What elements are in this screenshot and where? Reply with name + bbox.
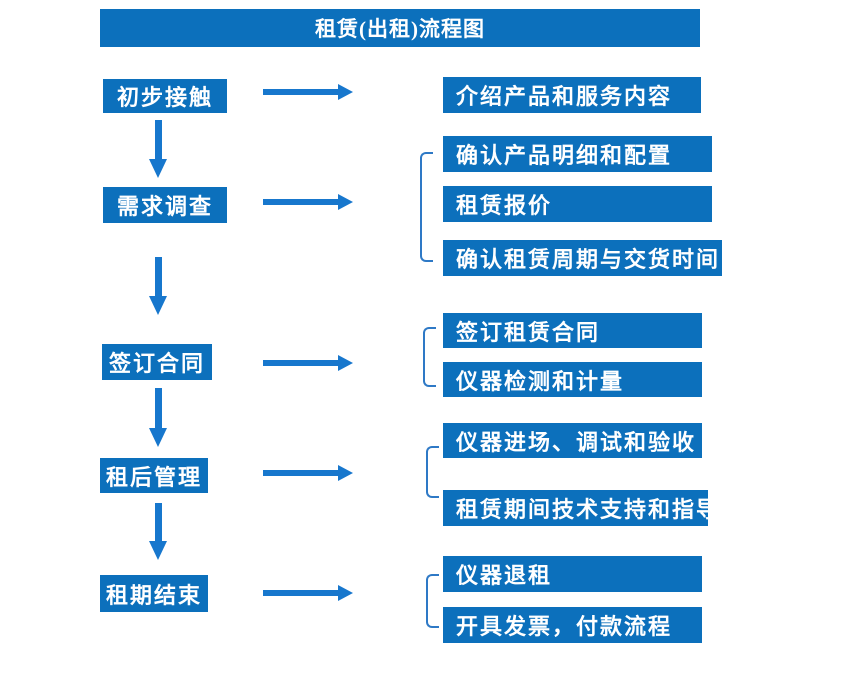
detail-label: 开具发票，付款流程 — [456, 614, 673, 639]
title-bar: 租赁(出租)流程图 — [100, 9, 700, 47]
step-box-rental-end: 租期结束 — [100, 575, 208, 612]
down-arrow-1-head — [149, 159, 167, 178]
detail-label: 确认产品明细和配置 — [456, 143, 673, 168]
bracket-group-2 — [420, 152, 433, 262]
page-title: 租赁(出租)流程图 — [315, 17, 485, 41]
step-label: 租期结束 — [105, 582, 202, 608]
detail-label: 仪器进场、调试和验收 — [456, 429, 697, 455]
step-box-initial-contact: 初步接触 — [103, 79, 227, 113]
detail-label: 仪器检测和计量 — [456, 368, 625, 394]
right-arrow-3 — [263, 360, 338, 366]
step-label: 签订合同 — [108, 351, 205, 376]
detail-box-confirm-product-config: 确认产品明细和配置 — [443, 136, 712, 172]
detail-box-rental-quotation: 租赁报价 — [443, 186, 712, 222]
detail-label: 租赁报价 — [456, 193, 553, 218]
down-arrow-3-head — [149, 428, 167, 447]
step-label: 初步接触 — [116, 85, 213, 110]
bracket-group-5 — [426, 574, 439, 628]
detail-box-sign-rental-contract: 签订租赁合同 — [443, 313, 702, 348]
detail-box-confirm-period-delivery: 确认租赁周期与交货时间 — [443, 240, 722, 276]
detail-label: 仪器退租 — [456, 563, 553, 588]
detail-label: 确认租赁周期与交货时间 — [456, 247, 721, 272]
detail-box-invoice-payment: 开具发票，付款流程 — [443, 607, 702, 643]
down-arrow-3 — [155, 388, 162, 428]
detail-label: 介绍产品和服务内容 — [456, 84, 673, 109]
detail-box-instrument-testing: 仪器检测和计量 — [443, 362, 702, 397]
detail-box-instrument-setup-acceptance: 仪器进场、调试和验收 — [443, 423, 702, 458]
step-label: 租后管理 — [105, 464, 202, 490]
right-arrow-1-head — [338, 84, 353, 100]
detail-box-introduce-products: 介绍产品和服务内容 — [443, 77, 701, 113]
right-arrow-5 — [263, 590, 338, 596]
step-box-sign-contract: 签订合同 — [102, 344, 212, 380]
step-box-post-rental-management: 租后管理 — [100, 458, 208, 493]
down-arrow-2 — [155, 257, 162, 296]
detail-box-instrument-return: 仪器退租 — [443, 556, 702, 592]
step-label: 需求调查 — [116, 194, 213, 219]
down-arrow-2-head — [149, 296, 167, 315]
down-arrow-4 — [155, 503, 162, 541]
bracket-group-3 — [423, 327, 436, 387]
right-arrow-4-head — [338, 465, 353, 481]
right-arrow-4 — [263, 470, 338, 476]
right-arrow-2 — [263, 199, 338, 205]
detail-label: 签订租赁合同 — [456, 319, 601, 345]
down-arrow-1 — [155, 120, 162, 159]
detail-box-technical-support: 租赁期间技术支持和指导 — [443, 490, 708, 526]
step-box-demand-survey: 需求调查 — [103, 187, 227, 223]
bracket-group-4 — [426, 446, 439, 498]
right-arrow-2-head — [338, 194, 353, 210]
right-arrow-3-head — [338, 355, 353, 371]
down-arrow-4-head — [149, 541, 167, 560]
right-arrow-5-head — [338, 585, 353, 601]
detail-label: 租赁期间技术支持和指导 — [456, 497, 708, 522]
right-arrow-1 — [263, 89, 338, 95]
